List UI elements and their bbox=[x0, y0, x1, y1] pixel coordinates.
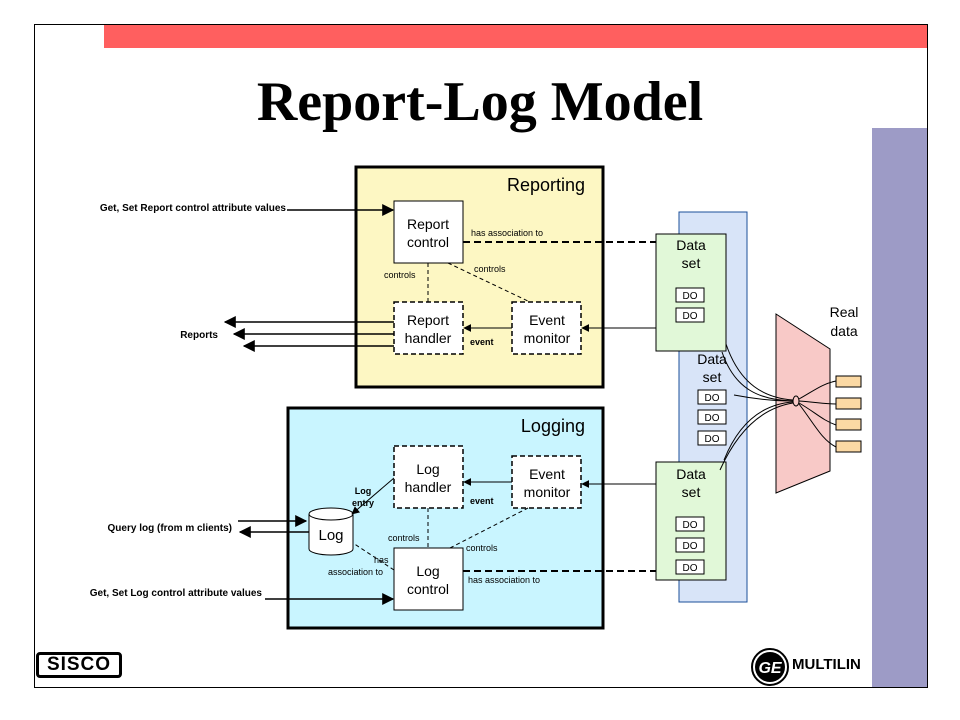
do-box bbox=[697, 389, 727, 405]
do-label: DO bbox=[683, 541, 698, 552]
real-data-label-2: data bbox=[830, 323, 857, 339]
do-box bbox=[675, 287, 705, 303]
log-control-node bbox=[393, 547, 464, 611]
wire bbox=[719, 402, 794, 471]
get-set-log-label: Get, Set Log control attribute values bbox=[90, 588, 263, 599]
side-accent-bar bbox=[872, 128, 927, 687]
controls-label: controls bbox=[466, 543, 498, 553]
wire bbox=[798, 403, 837, 448]
controls-label: controls bbox=[384, 270, 416, 280]
has-association-label-split-1: has bbox=[374, 555, 389, 565]
wire bbox=[798, 380, 837, 400]
report-handler-label-1: Report bbox=[407, 312, 449, 328]
data-set-bottom-label-1: Data bbox=[676, 466, 706, 482]
has-association-label: has association to bbox=[471, 228, 543, 238]
do-label: DO bbox=[683, 291, 698, 302]
do-label: DO bbox=[683, 563, 698, 574]
log-store-top bbox=[308, 507, 354, 521]
slide-frame bbox=[34, 24, 928, 688]
controls-line bbox=[447, 262, 531, 303]
report-handler-label-2: handler bbox=[405, 330, 452, 346]
reporting-label: Reporting bbox=[507, 175, 585, 195]
report-control-node bbox=[393, 200, 464, 264]
report-handler-node bbox=[393, 301, 464, 355]
query-log-label: Query log (from m clients) bbox=[108, 523, 232, 534]
log-store-label: Log bbox=[318, 527, 343, 544]
do-box bbox=[675, 516, 705, 532]
wire bbox=[723, 401, 794, 461]
sisco-logo: SISCO bbox=[36, 652, 122, 678]
ge-logo-icon: GE bbox=[751, 648, 789, 686]
data-set-mid-label-1: Data bbox=[697, 351, 727, 367]
reports-label: Reports bbox=[180, 330, 218, 341]
log-handler-node bbox=[393, 445, 464, 509]
wire bbox=[733, 394, 794, 402]
real-data-label-1: Real bbox=[830, 304, 859, 320]
do-label: DO bbox=[705, 434, 720, 445]
wire bbox=[798, 402, 837, 426]
do-box bbox=[697, 409, 727, 425]
logging-label: Logging bbox=[521, 416, 585, 436]
top-accent-bar bbox=[104, 25, 927, 48]
log-entry-arrow bbox=[351, 477, 395, 515]
has-association-label-split-2: association to bbox=[328, 567, 383, 577]
event-monitor-logging-label-2: monitor bbox=[524, 484, 571, 500]
report-control-label-2: control bbox=[407, 234, 449, 250]
do-label: DO bbox=[705, 393, 720, 404]
real-data-shape bbox=[775, 313, 831, 494]
data-set-top-label-2: set bbox=[682, 255, 701, 271]
data-tab bbox=[835, 440, 862, 453]
event-monitor-logging-node bbox=[511, 455, 582, 509]
do-label: DO bbox=[705, 413, 720, 424]
do-label: DO bbox=[683, 520, 698, 531]
controls-label: controls bbox=[474, 264, 506, 274]
data-set-bottom-label-2: set bbox=[682, 484, 701, 500]
do-box bbox=[697, 430, 727, 446]
data-set-mid-label-2: set bbox=[703, 369, 722, 385]
data-tab bbox=[835, 397, 862, 410]
log-store-cylinder bbox=[308, 514, 354, 556]
data-tab bbox=[835, 418, 862, 431]
assoc-line-log-store bbox=[352, 542, 395, 571]
log-handler-label-2: handler bbox=[405, 479, 452, 495]
event-label: event bbox=[470, 337, 494, 347]
get-set-report-label: Get, Set Report control attribute values bbox=[100, 203, 287, 214]
log-control-label-1: Log bbox=[416, 563, 439, 579]
event-monitor-reporting-label-2: monitor bbox=[524, 330, 571, 346]
event-monitor-reporting-label-1: Event bbox=[529, 312, 565, 328]
do-box bbox=[675, 537, 705, 553]
do-box bbox=[675, 307, 705, 323]
controls-line bbox=[449, 507, 529, 549]
wire bbox=[725, 343, 794, 401]
log-entry-label-1: Log bbox=[355, 486, 372, 496]
slide-title: Report-Log Model bbox=[256, 71, 704, 133]
controls-label: controls bbox=[388, 533, 420, 543]
event-monitor-reporting-node bbox=[511, 301, 582, 355]
data-set-top-label-1: Data bbox=[676, 237, 706, 253]
log-handler-label-1: Log bbox=[416, 461, 439, 477]
do-box bbox=[675, 559, 705, 575]
log-control-label-2: control bbox=[407, 581, 449, 597]
report-control-label-1: Report bbox=[407, 216, 449, 232]
event-label: event bbox=[470, 496, 494, 506]
event-monitor-logging-label-1: Event bbox=[529, 466, 565, 482]
svg-text:GE: GE bbox=[758, 660, 782, 677]
wire bbox=[798, 400, 837, 405]
has-association-label: has association to bbox=[468, 575, 540, 585]
data-tab bbox=[835, 375, 862, 388]
multilin-logo: MULTILIN bbox=[792, 656, 861, 673]
do-label: DO bbox=[683, 311, 698, 322]
log-entry-label-2: entry bbox=[352, 498, 374, 508]
